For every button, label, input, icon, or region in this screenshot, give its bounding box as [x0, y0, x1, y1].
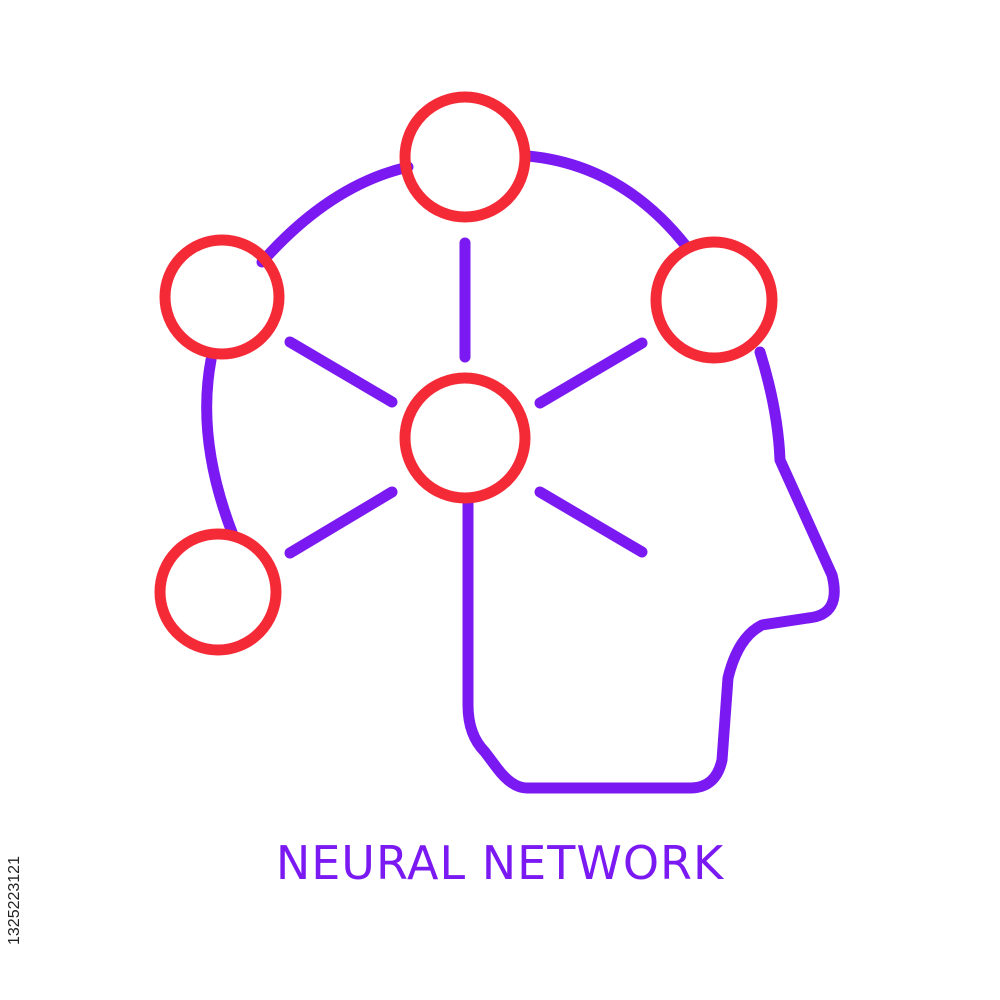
- caption-title: NEURAL NETWORK: [275, 836, 725, 890]
- connection-lower-right: [534, 486, 648, 558]
- connection-upper-right: [534, 337, 648, 409]
- node-bottom-left: [154, 528, 282, 656]
- head-outline: [201, 150, 840, 794]
- node-center: [399, 372, 531, 504]
- skull-arc-right: [522, 150, 692, 252]
- network-nodes: [154, 91, 778, 656]
- face-profile: [462, 346, 840, 794]
- node-right: [650, 236, 778, 364]
- connection-upper-left: [284, 336, 398, 408]
- node-left: [159, 234, 285, 360]
- network-connections: [284, 237, 648, 559]
- stock-image-id: 1325223121: [6, 856, 23, 945]
- connection-lower-left: [284, 486, 398, 559]
- skull-arc-left: [256, 161, 414, 268]
- back-of-head-arc: [201, 354, 239, 541]
- node-top: [399, 91, 531, 223]
